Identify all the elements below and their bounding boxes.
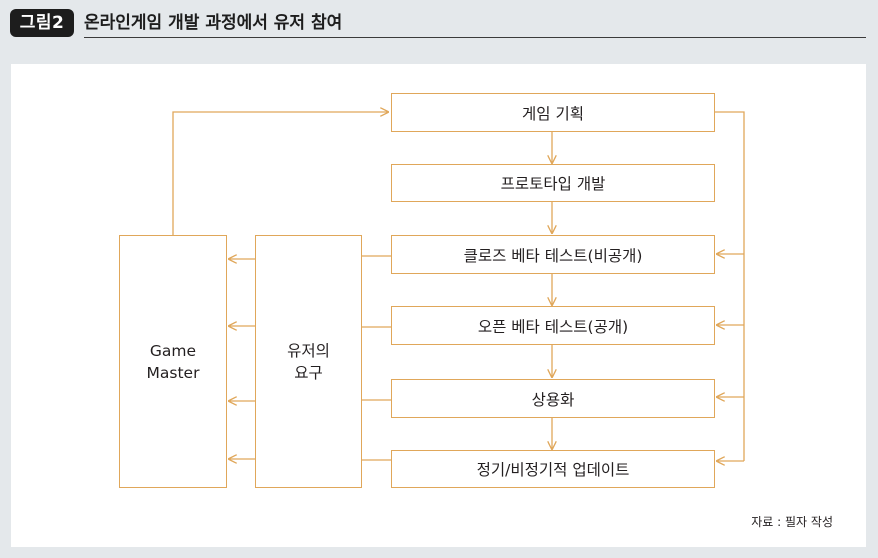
game-master-label: Game Master: [146, 341, 200, 382]
arrow-gm-to-planning: [172, 112, 388, 236]
figure-number-badge: 그림2: [10, 9, 74, 37]
stage-prototype: 프로토타입 개발: [391, 164, 715, 202]
figure-title: 온라인게임 개발 과정에서 유저 참여: [84, 13, 343, 33]
stage-label: 게임 기획: [522, 104, 584, 123]
stage-label: 오픈 베타 테스트(공개): [477, 317, 629, 336]
stage-label: 상용화: [531, 390, 575, 409]
feedback-loop-line: [714, 111, 745, 461]
user-requests-label: 유저의 요구: [287, 341, 330, 382]
stage-label: 클로즈 베타 테스트(비공개): [463, 246, 643, 265]
title-divider: [84, 37, 866, 38]
stage-commercial: 상용화: [391, 379, 715, 418]
game-master-box: Game Master: [119, 235, 227, 488]
stage-label: 정기/비정기적 업데이트: [476, 461, 630, 479]
stage-game-planning: 게임 기획: [391, 93, 715, 132]
stage-closed-beta: 클로즈 베타 테스트(비공개): [391, 235, 715, 274]
stage-updates: 정기/비정기적 업데이트: [391, 450, 715, 488]
user-requests-box: 유저의 요구: [255, 235, 362, 488]
source-note: 자료 : 필자 작성: [751, 515, 833, 529]
stage-open-beta: 오픈 베타 테스트(공개): [391, 306, 715, 345]
stage-label: 프로토타입 개발: [500, 175, 606, 193]
